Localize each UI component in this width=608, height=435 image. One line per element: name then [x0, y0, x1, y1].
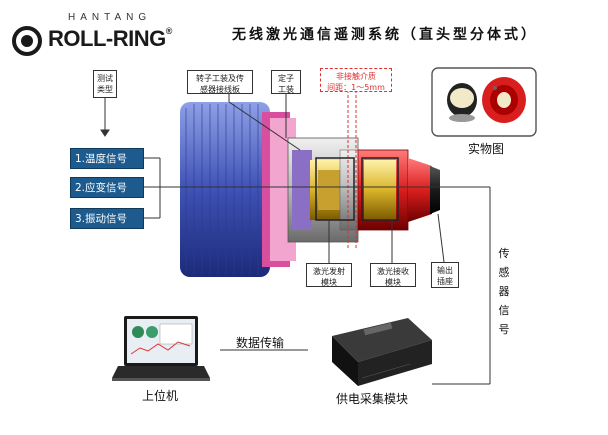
callout-gap: 非接触介质 间距：1～5mm [320, 68, 392, 92]
callout-test-type: 测试 类型 [93, 70, 117, 98]
logo-dot-icon [21, 35, 33, 47]
daq-label: 供电采集模块 [336, 392, 409, 406]
brand-main-text: ROLL-RING® [48, 26, 172, 52]
callout-test-type-text: 测试 类型 [97, 74, 113, 94]
logo-ring-icon [12, 26, 42, 56]
sensor-signal-label: 传感器信号 [498, 247, 510, 336]
callout-laser-tx-text: 激光发射 模块 [313, 267, 345, 287]
callout-output-socket-text: 输出 插座 [437, 266, 453, 286]
signal-strain: 2.应变信号 [70, 177, 144, 198]
daq-module-icon [332, 318, 432, 386]
tx-highlight [315, 157, 355, 221]
callout-stator-fixture: 定子 工装 [271, 70, 301, 94]
host-label: 上位机 [142, 389, 179, 403]
callout-output-socket: 输出 插座 [431, 262, 459, 288]
callout-gap-text: 非接触介质 间距：1～5mm [327, 72, 385, 92]
rotor-drum [180, 102, 296, 277]
brand-logo: HANTANG ROLL-RING® [8, 12, 198, 62]
photo-box [431, 67, 537, 137]
brand-top-text: HANTANG [68, 12, 152, 23]
gap-dashed-lines [347, 90, 357, 248]
rx-highlight [361, 157, 399, 221]
leader-lines [100, 94, 491, 385]
brand-name: ROLL-RING [48, 26, 166, 51]
photo-label: 实物图 [468, 142, 505, 156]
callout-laser-rx-text: 激光接收 模块 [377, 267, 409, 287]
data-transfer-label: 数据传输 [236, 336, 285, 350]
callout-laser-tx: 激光发射 模块 [306, 263, 352, 287]
callout-stator-fixture-text: 定子 工装 [278, 74, 294, 94]
stator-housing [287, 137, 361, 243]
receiver-block [357, 149, 440, 231]
signal-vibration: 3.振动信号 [70, 208, 144, 229]
callout-rotor-fixture: 转子工装及传 感器接线板 [187, 70, 253, 94]
signal-temperature: 1.温度信号 [70, 148, 144, 169]
callout-rotor-fixture-text: 转子工装及传 感器接线板 [196, 74, 244, 94]
brand-reg-mark: ® [165, 26, 173, 36]
page-title: 无线激光通信遥测系统（直头型分体式） [232, 27, 538, 43]
callout-laser-rx: 激光接收 模块 [370, 263, 416, 287]
laptop-icon [112, 316, 210, 381]
